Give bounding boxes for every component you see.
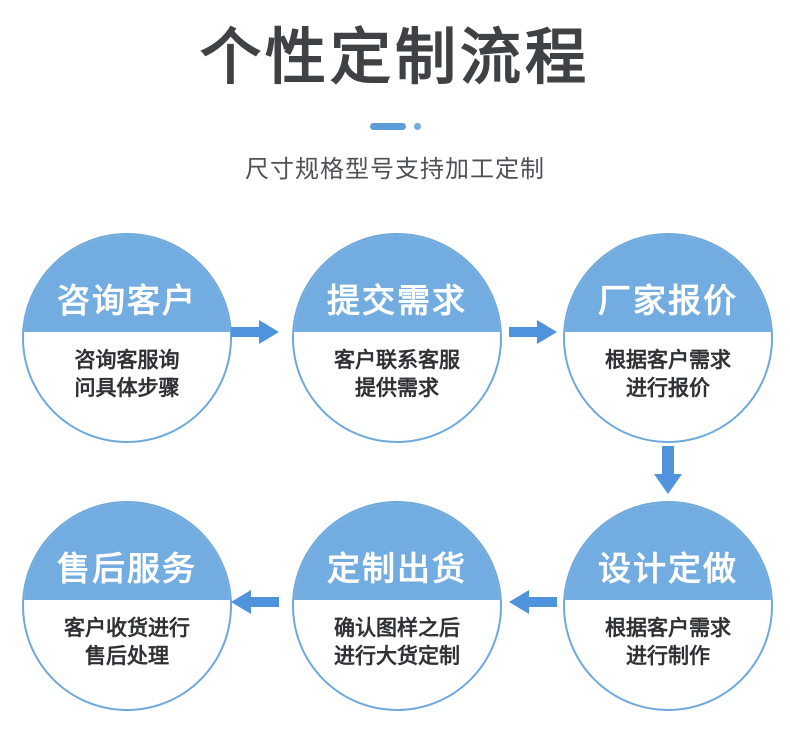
step-description: 客户收货进行 售后处理 (24, 600, 230, 670)
step-title: 咨询客户 (57, 281, 197, 319)
step-circle-2-header: 提交需求 (294, 235, 500, 332)
arrow-left-shape (509, 590, 557, 614)
arrow-right-shape (509, 320, 557, 344)
step-description-line: 问具体步骤 (74, 376, 180, 400)
arrow-right-icon (231, 320, 279, 344)
step-description-line: 进行制作 (626, 644, 710, 668)
arrow-right-icon (509, 320, 557, 344)
step-title: 售后服务 (57, 549, 197, 587)
arrow-down-icon (654, 446, 682, 494)
divider-dot-icon (413, 123, 421, 130)
step-circle-5: 定制出货 确认图样之后 进行大货定制 (292, 501, 502, 711)
step-circle-2: 提交需求 客户联系客服 提供需求 (292, 233, 502, 443)
step-description-line: 客户收货进行 (64, 616, 190, 640)
arrow-right-shape (231, 320, 279, 344)
arrow-left-icon (509, 590, 557, 614)
step-description-line: 咨询客服询 (74, 348, 180, 372)
step-description-line: 根据客户需求 (605, 616, 731, 640)
step-circle-1: 咨询客户 咨询客服询 问具体步骤 (22, 233, 232, 443)
step-circle-6: 售后服务 客户收货进行 售后处理 (22, 501, 232, 711)
page-subtitle: 尺寸规格型号支持加工定制 (245, 156, 545, 183)
step-description: 确认图样之后 进行大货定制 (294, 600, 500, 670)
step-description-line: 确认图样之后 (334, 616, 460, 640)
step-description-line: 进行报价 (626, 376, 710, 400)
step-description-line: 进行大货定制 (334, 644, 460, 668)
step-circle-5-header: 定制出货 (294, 503, 500, 600)
step-circle-6-header: 售后服务 (24, 503, 230, 600)
step-description: 根据客户需求 进行制作 (565, 600, 771, 670)
step-description: 咨询客服询 问具体步骤 (24, 332, 230, 402)
arrow-left-shape (231, 590, 279, 614)
step-description: 根据客户需求 进行报价 (565, 332, 771, 402)
step-circle-4: 设计定做 根据客户需求 进行制作 (563, 501, 773, 711)
arrow-down-shape (654, 446, 682, 494)
step-circle-1-header: 咨询客户 (24, 235, 230, 332)
step-description-line: 售后处理 (85, 644, 169, 668)
step-description-line: 提供需求 (355, 376, 439, 400)
step-title: 厂家报价 (598, 281, 738, 319)
step-description-line: 客户联系客服 (334, 348, 460, 372)
step-title: 提交需求 (327, 281, 467, 319)
title-divider (0, 123, 790, 130)
step-description: 客户联系客服 提供需求 (294, 332, 500, 402)
step-title: 设计定做 (598, 549, 738, 587)
step-circle-3: 厂家报价 根据客户需求 进行报价 (563, 233, 773, 443)
arrow-left-icon (231, 590, 279, 614)
step-title: 定制出货 (327, 549, 467, 587)
page-title: 个性定制流程 (199, 23, 590, 91)
step-circle-4-header: 设计定做 (565, 503, 771, 600)
divider-dash-icon (369, 123, 406, 130)
step-description-line: 根据客户需求 (605, 348, 731, 372)
step-circle-3-header: 厂家报价 (565, 235, 771, 332)
